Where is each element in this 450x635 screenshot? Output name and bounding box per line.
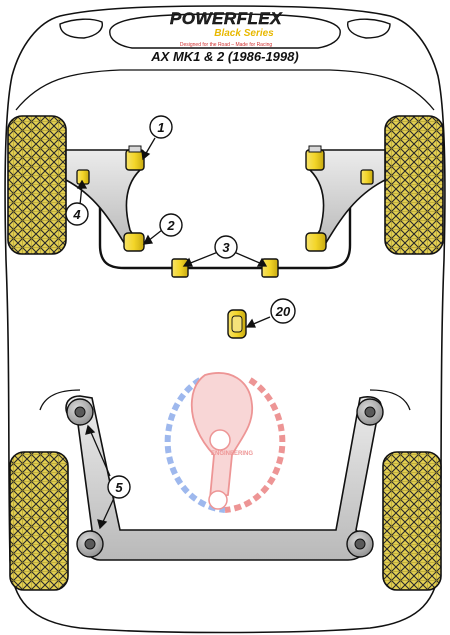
callout-3-label: 3 <box>222 240 230 255</box>
bush-4-right <box>360 169 374 185</box>
windscreen-line <box>109 13 341 49</box>
rear-mount-bottom-right-inner <box>354 538 366 550</box>
watermark-text: ENGINEERING <box>211 451 253 457</box>
callout-5: 5 <box>107 475 131 499</box>
callout-3-arrow-right <box>233 251 263 265</box>
front-inner-line <box>15 69 435 111</box>
brand-tagline: Designed for the Road – Made for Racing <box>180 42 272 48</box>
callout-1-label: 1 <box>157 120 164 135</box>
callout-1-arrow <box>144 137 156 156</box>
callout-3: 3 <box>214 235 238 259</box>
rear-right-tyre <box>382 451 442 591</box>
callout-5-arrowhead-bottom <box>97 519 108 530</box>
front-right-tyre <box>384 115 444 255</box>
callout-3-arrowhead-right <box>256 257 268 267</box>
front-left-tyre <box>7 115 67 255</box>
callout-5-label: 5 <box>115 480 123 495</box>
callout-2-label: 2 <box>166 218 175 233</box>
bush-2-front-right <box>305 232 327 252</box>
headlight-right <box>347 18 391 39</box>
callout-1-arrowhead <box>141 149 151 161</box>
callout-3-arrowhead-left <box>182 257 193 267</box>
rear-mount-top-right-inner <box>364 406 376 418</box>
rear-inner-line <box>39 389 411 411</box>
callout-20-label: 20 <box>275 304 291 319</box>
callout-3-arrow-left <box>187 251 219 265</box>
bush-2-front-left <box>123 232 145 252</box>
callout-5-arrow-top <box>89 429 111 477</box>
bush-20-engine-mount <box>227 309 247 339</box>
headlight-left <box>59 18 103 39</box>
brand-name: POWERFLEX <box>170 9 283 28</box>
callout-4-arrowhead <box>76 179 88 189</box>
callout-20-arrowhead <box>245 318 256 328</box>
callout-4: 4 <box>65 202 89 226</box>
callout-20: 20 <box>270 298 296 324</box>
rear-mount-bottom-left-inner <box>84 538 96 550</box>
callout-5-arrowhead-top <box>85 424 96 435</box>
callout-1: 1 <box>149 115 173 139</box>
callout-2-arrowhead <box>142 234 154 245</box>
callout-4-label: 4 <box>72 207 81 222</box>
bush-1-front-left <box>125 145 145 171</box>
bush-3-right <box>261 258 279 278</box>
bush-1-front-right <box>305 145 325 171</box>
model-title: AX MK1 & 2 (1986-1998) <box>150 49 298 64</box>
rear-left-tyre <box>9 451 69 591</box>
powerflex-engineering-watermark: ENGINEERING <box>164 372 286 513</box>
rear-mount-top-left-inner <box>74 406 86 418</box>
brand-logo: POWERFLEX Black Series Designed for the … <box>170 9 283 48</box>
anti-roll-bar <box>78 176 372 270</box>
brand-series: Black Series <box>214 28 274 39</box>
bush-3-left <box>171 258 189 278</box>
callout-5-arrow-bottom <box>101 497 115 525</box>
callout-2: 2 <box>159 213 183 237</box>
